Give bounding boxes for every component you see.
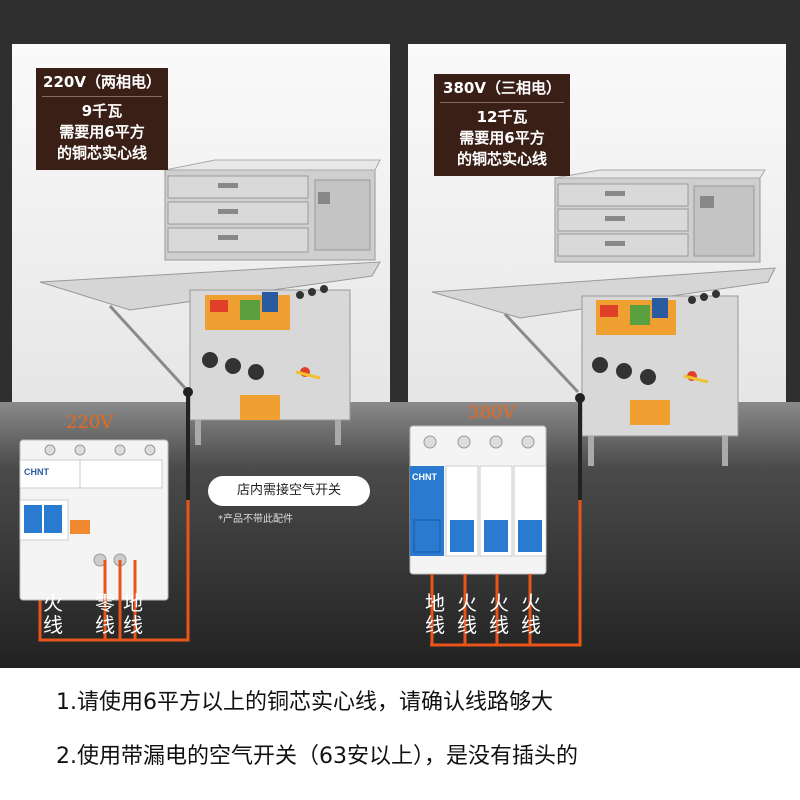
steamer-illustrations: CHNT (19, 159, 776, 647)
left-spec-head: 220V（两相电） (42, 68, 162, 97)
left-spec-line: 的铜芯实心线 (56, 144, 147, 162)
illustration-area: CHNT (0, 0, 800, 668)
left-wire-label: 火 线 (42, 592, 64, 636)
left-breaker: CHNT (19, 439, 188, 642)
wire-label-char: 线 (425, 613, 445, 637)
wire-label-char: 火 (489, 591, 509, 615)
right-voltage-label: 380V (468, 402, 516, 423)
right-breaker: CHNT (409, 425, 547, 645)
left-spec-line: 需要用6平方 (59, 123, 145, 141)
wire-label-char: 火 (521, 591, 541, 615)
wire-label-char: 线 (521, 613, 541, 637)
left-spec-line: 9千瓦 (81, 102, 123, 120)
left-steamer (38, 159, 381, 642)
right-steamer (430, 169, 776, 647)
wire-label-char: 线 (43, 613, 63, 637)
right-spec-line: 的铜芯实心线 (456, 150, 547, 168)
right-spec-line: 12千瓦 (476, 108, 528, 126)
wire-label-char: 火 (43, 591, 63, 615)
breaker-note-sub: *产品不带此配件 (218, 514, 293, 525)
left-wire-label: 零 线 (94, 592, 116, 636)
right-spec-box: 380V（三相电） 12千瓦 需要用6平方 的铜芯实心线 (434, 74, 570, 176)
instruction-line-1: 1.请使用6平方以上的铜芯实心线，请确认线路够大 (56, 690, 553, 715)
right-spec-body: 12千瓦 需要用6平方 的铜芯实心线 (440, 103, 564, 176)
instruction-line-2: 2.使用带漏电的空气开关（63安以上），是没有插头的 (56, 744, 578, 769)
left-spec-body: 9千瓦 需要用6平方 的铜芯实心线 (42, 97, 162, 170)
svg-text:CHNT: CHNT (24, 467, 49, 477)
right-wire-label: 火 线 (520, 592, 542, 636)
wire-label-char: 地 (425, 591, 445, 615)
right-spec-head: 380V（三相电） (440, 74, 564, 103)
wire-label-char: 火 (457, 591, 477, 615)
svg-text:CHNT: CHNT (412, 472, 437, 482)
wire-label-char: 零 (95, 591, 115, 615)
wire-label-char: 线 (95, 613, 115, 637)
right-spec-line: 需要用6平方 (459, 129, 545, 147)
right-wire-label: 火 线 (456, 592, 478, 636)
left-voltage-label: 220V (66, 412, 114, 433)
left-wire-label: 地 线 (122, 592, 144, 636)
right-wire-label: 地 线 (424, 592, 446, 636)
breaker-note: 店内需接空气开关 (208, 476, 370, 506)
wire-label-char: 线 (457, 613, 477, 637)
right-wire-label: 火 线 (488, 592, 510, 636)
wire-label-char: 线 (123, 613, 143, 637)
left-spec-box: 220V（两相电） 9千瓦 需要用6平方 的铜芯实心线 (36, 68, 168, 170)
wire-label-char: 地 (123, 591, 143, 615)
wire-label-char: 线 (489, 613, 509, 637)
